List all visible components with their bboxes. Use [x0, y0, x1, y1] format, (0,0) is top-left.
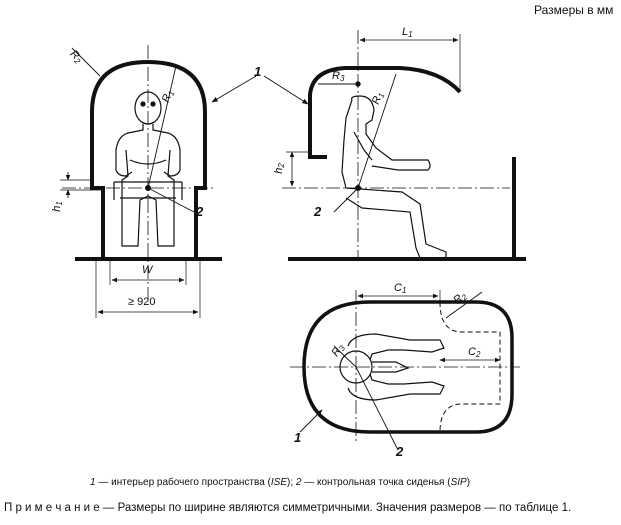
side-view	[282, 30, 526, 261]
callout-2-side: 2	[314, 204, 322, 219]
top-view	[290, 290, 520, 451]
callout-1-leaders	[211, 75, 309, 105]
legend-num-1: 1	[90, 477, 96, 488]
label-c2: C2	[468, 346, 481, 359]
label-h1: h1	[50, 201, 64, 212]
label-l1: L1	[402, 26, 413, 39]
callout-1-top-label: 1	[254, 64, 262, 79]
label-min-width: ≥ 920	[128, 296, 156, 308]
legend-text-1: — интерьер рабочего пространства (	[95, 477, 271, 488]
legend-text-4: )	[466, 477, 471, 488]
legend-text-3: — контрольная точка сиденья (	[301, 477, 451, 488]
legend-ise: ISE	[270, 477, 287, 488]
note-label: П р и м е ч а н и е	[4, 502, 100, 514]
figure-note: П р и м е ч а н и е — Размеры по ширине …	[4, 502, 571, 514]
legend-sip: SIP	[450, 477, 467, 488]
callout-1-bottom: 1	[294, 430, 302, 445]
side-cab-outline	[308, 66, 462, 159]
units-note: Размеры в мм	[534, 3, 614, 17]
label-c1: C1	[394, 282, 407, 295]
callout-2-bottom: 2	[396, 444, 404, 459]
callout-2-front: 2	[196, 204, 204, 219]
label-r3-side: R3	[332, 70, 345, 83]
front-seated-person	[113, 91, 183, 247]
top-inner-recess	[439, 301, 501, 433]
top-seated-person	[339, 333, 445, 401]
front-view	[60, 45, 222, 318]
side-seated-person	[341, 95, 447, 259]
label-w: W	[142, 264, 153, 276]
top-cab-outline	[302, 300, 514, 434]
front-cab-outline	[90, 59, 207, 258]
figure-legend: 1 — интерьер рабочего пространства (ISE)…	[90, 477, 470, 488]
label-h2: h2	[272, 163, 286, 174]
note-text: — Размеры по ширине являются симметричны…	[99, 502, 572, 514]
legend-num-2: 2	[295, 477, 302, 488]
legend-text-2: );	[287, 477, 296, 488]
